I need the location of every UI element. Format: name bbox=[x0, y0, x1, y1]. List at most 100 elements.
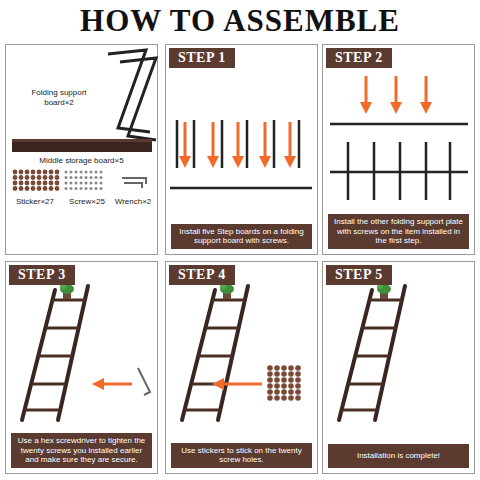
drawing-part bbox=[330, 123, 468, 126]
step-panel: STEP 3 Use a hex screwdriver to tighten t… bbox=[5, 261, 158, 474]
part-label: Folding support board×2 bbox=[22, 88, 96, 107]
dot bbox=[13, 186, 18, 191]
dot bbox=[267, 371, 273, 377]
step1-illustration bbox=[170, 120, 312, 188]
dot bbox=[49, 181, 54, 186]
dot bbox=[25, 170, 30, 175]
dot bbox=[65, 171, 68, 174]
dot bbox=[37, 175, 42, 180]
dot bbox=[19, 181, 24, 186]
step2-illustration bbox=[330, 76, 468, 200]
drawing-part bbox=[193, 120, 196, 168]
dot bbox=[43, 175, 48, 180]
part-label: Wrench×2 bbox=[110, 197, 156, 207]
dot bbox=[100, 171, 103, 174]
dot bbox=[274, 377, 280, 383]
dot bbox=[49, 186, 54, 191]
drawing-part bbox=[246, 120, 249, 168]
dot bbox=[288, 377, 294, 383]
dot bbox=[80, 187, 83, 190]
step-heading: STEP 5 bbox=[326, 265, 392, 285]
drawing-part bbox=[273, 120, 276, 168]
step-caption: Install five Step boards on a folding su… bbox=[171, 224, 312, 249]
step-heading: STEP 4 bbox=[169, 265, 235, 285]
drawing-part bbox=[212, 122, 215, 162]
parts-panel bbox=[6, 45, 158, 255]
drawing-part bbox=[298, 120, 301, 168]
drawing-part bbox=[395, 76, 398, 108]
dot bbox=[55, 170, 60, 175]
dot bbox=[90, 176, 93, 179]
dot bbox=[281, 383, 287, 389]
dot bbox=[95, 176, 98, 179]
dot bbox=[274, 365, 280, 371]
drawing-part bbox=[22, 283, 88, 420]
dot bbox=[85, 187, 88, 190]
drawing-part bbox=[425, 76, 428, 108]
dot bbox=[95, 187, 98, 190]
part-label: Screw×25 bbox=[60, 197, 114, 207]
dot bbox=[100, 182, 103, 185]
dot bbox=[80, 176, 83, 179]
dot bbox=[37, 170, 42, 175]
step-panel: STEP 4Use stickers to stick on the twent… bbox=[165, 261, 318, 474]
drawing-part bbox=[221, 120, 224, 168]
dot bbox=[95, 182, 98, 185]
drawing-part bbox=[399, 142, 402, 200]
dot bbox=[70, 176, 73, 179]
dot bbox=[13, 181, 18, 186]
dot bbox=[37, 181, 42, 186]
dot bbox=[75, 171, 78, 174]
drawing-part bbox=[12, 139, 152, 152]
drawing-part bbox=[170, 187, 312, 190]
drawing-part bbox=[449, 142, 452, 200]
dot bbox=[31, 170, 36, 175]
drawing-part bbox=[425, 142, 428, 200]
dot bbox=[55, 175, 60, 180]
dot bbox=[267, 383, 273, 389]
dot bbox=[49, 175, 54, 180]
screw-set bbox=[65, 171, 103, 191]
drawing-part bbox=[218, 383, 262, 386]
dot bbox=[43, 170, 48, 175]
step4-illustration bbox=[182, 283, 301, 420]
dot bbox=[19, 170, 24, 175]
dot bbox=[70, 182, 73, 185]
dot bbox=[25, 181, 30, 186]
dot bbox=[274, 383, 280, 389]
storage-board bbox=[12, 139, 152, 152]
dot bbox=[85, 182, 88, 185]
step-heading: STEP 1 bbox=[169, 48, 235, 68]
dot bbox=[55, 186, 60, 191]
drawing-part bbox=[184, 122, 187, 162]
sticker-sheet bbox=[13, 170, 60, 191]
dot bbox=[70, 187, 73, 190]
drawing-part bbox=[170, 120, 312, 188]
step-caption: Install the other folding support plate … bbox=[328, 214, 469, 249]
step-caption: Use a hex screwdriver to tighten the twe… bbox=[11, 433, 152, 468]
dot bbox=[55, 181, 60, 186]
drawing-part bbox=[182, 283, 248, 420]
step-heading: STEP 3 bbox=[9, 265, 75, 285]
part-label: Middle storage board×5 bbox=[6, 156, 157, 166]
dot bbox=[288, 383, 294, 389]
folding-support-board bbox=[108, 50, 156, 140]
dot bbox=[90, 182, 93, 185]
dot bbox=[281, 365, 287, 371]
step-panel: STEP 5 Installation is complete! bbox=[322, 261, 475, 474]
drawing-part bbox=[365, 76, 368, 108]
drawing-part bbox=[289, 122, 292, 162]
step-heading: STEP 2 bbox=[326, 48, 392, 68]
dot bbox=[49, 170, 54, 175]
step-panel: STEP 1 Install five Step boards on a fold… bbox=[165, 44, 318, 255]
dot bbox=[274, 395, 280, 401]
dot bbox=[80, 171, 83, 174]
step-caption: Installation is complete! bbox=[328, 444, 469, 468]
dot bbox=[267, 365, 273, 371]
sticker-sheet bbox=[267, 365, 301, 401]
dot bbox=[267, 389, 273, 395]
drawing-part bbox=[347, 142, 350, 200]
dot bbox=[295, 389, 301, 395]
drawing-part bbox=[264, 122, 267, 162]
